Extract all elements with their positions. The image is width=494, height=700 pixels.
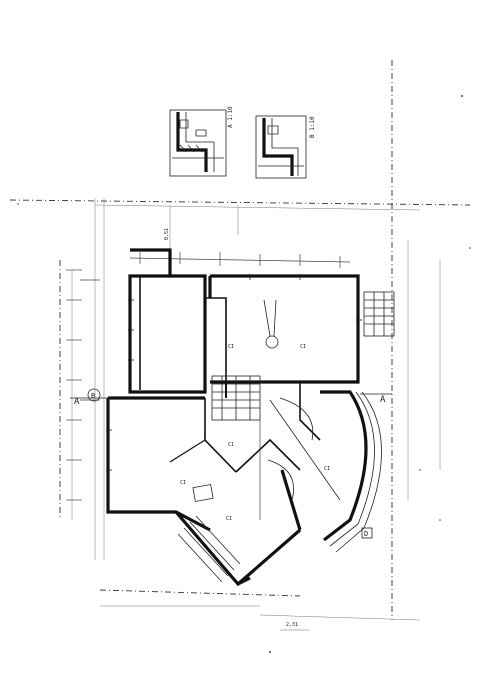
room-labels: CI CI CI C1 CI CI [180,344,330,522]
section-letter-b-left: B [91,392,95,400]
scan-noise [17,95,471,653]
corner-letter: D [364,530,368,538]
room-label-1: CI [228,344,234,350]
room-label-5: CI [324,466,330,472]
reference-grid [9,60,471,631]
exterior-walls [106,248,382,587]
room-label-3: CI [180,480,186,486]
section-letter-a-left: A [74,397,80,407]
room-label-2: CI [300,344,306,350]
section-marker-left: A B [70,388,112,407]
detail-section-b: B 1:10 [255,115,316,179]
detail-b-label: B 1:10 [309,116,316,138]
corner-marker: D [361,527,373,539]
section-marker-right: A [360,393,392,405]
interior-walls [139,276,321,501]
top-dimension-text: 0,51 [164,228,170,240]
section-letter-a-right: A [380,395,386,405]
bottom-dimension-text: 2,31 [286,622,298,628]
dimension-ticks-top: 0,51 [129,228,351,268]
room-label-6: CI [226,516,232,522]
room-label-4: C1 [228,442,234,448]
staircase [211,375,261,421]
entrance-steps [177,484,241,583]
centre-fixture [259,299,341,520]
exterior-terrace-grid [363,291,395,337]
detail-a-label: A 1:10 [227,106,234,128]
window-marks [106,274,362,471]
detail-section-a: A 1:10 [169,106,234,177]
